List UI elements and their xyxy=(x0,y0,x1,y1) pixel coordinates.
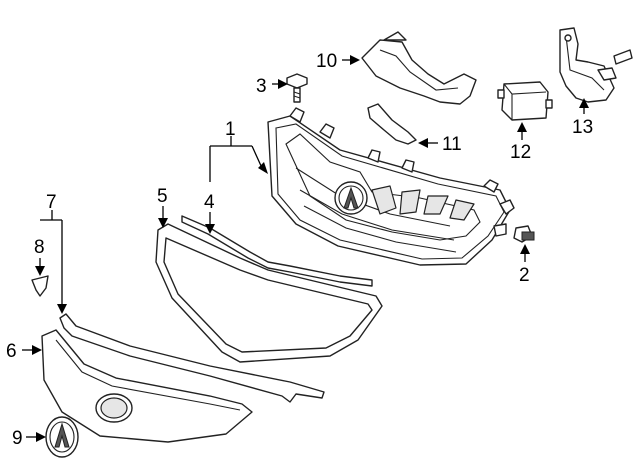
leader-lines xyxy=(22,55,589,442)
callout-10: 10 xyxy=(316,51,337,72)
part-4-seal-strip xyxy=(181,215,373,287)
callout-1: 1 xyxy=(225,119,236,140)
callout-5: 5 xyxy=(157,186,168,207)
callout-8: 8 xyxy=(34,237,45,258)
callout-4: 4 xyxy=(204,192,215,213)
callout-9: 9 xyxy=(12,428,23,449)
callout-7: 7 xyxy=(46,192,57,213)
part-13-mounting-bracket xyxy=(559,27,633,103)
part-11-bracket xyxy=(367,103,417,145)
callout-13: 13 xyxy=(572,117,593,138)
callout-12: 12 xyxy=(510,142,531,163)
part-3-bolt xyxy=(286,73,308,103)
part-10-bracket xyxy=(361,31,477,105)
part-7-chrome-strip xyxy=(59,313,325,403)
part-8-clip xyxy=(31,275,49,297)
callout-6: 6 xyxy=(6,341,17,362)
part-9-emblem xyxy=(45,416,79,458)
callout-11: 11 xyxy=(442,134,462,155)
callout-2: 2 xyxy=(519,265,530,286)
part-2-clip xyxy=(513,225,535,243)
part-1-grille xyxy=(267,107,515,266)
part-12-sensor-module xyxy=(497,81,553,121)
callout-3: 3 xyxy=(256,76,267,97)
callout-labels: 1 2 3 4 5 6 7 8 9 10 11 12 13 xyxy=(6,51,593,449)
part-5-mesh-frame xyxy=(155,223,383,363)
part-6-lower-garnish xyxy=(41,329,253,443)
